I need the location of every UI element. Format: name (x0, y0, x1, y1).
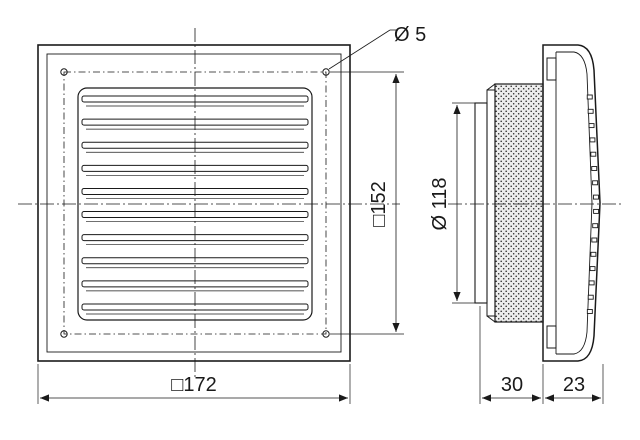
grille-rib (586, 309, 593, 314)
grille-ribs (586, 94, 600, 314)
grille-rib (590, 251, 597, 257)
grille-rib (590, 151, 597, 157)
width-label: □172 (171, 374, 216, 396)
grille-side-profile (542, 44, 601, 362)
clip-tab-bottom (546, 325, 557, 349)
front-view: Ø 5 □152 □172 (18, 24, 426, 404)
hole-leader-line (328, 29, 391, 70)
hole-diameter-label: Ø 5 (394, 24, 426, 46)
grille-depth-label: 23 (563, 374, 585, 396)
spigot-collar-bottom (486, 315, 496, 323)
grille-rib (593, 208, 600, 214)
grille-rib (588, 123, 595, 129)
grille-rib (591, 166, 598, 171)
grille-rib (586, 94, 593, 100)
grille-rib (589, 137, 596, 143)
grille-rib (592, 223, 599, 229)
diameter-label: Ø 118 (429, 178, 451, 231)
grille-inner-profile (556, 51, 593, 355)
grille-rib (592, 180, 599, 186)
grille-outer-frame (37, 44, 351, 362)
mounting-hole-bottom-right (322, 330, 330, 338)
spigot-edge (486, 89, 496, 317)
clip-tab-top (546, 57, 557, 81)
mounting-hole-bottom-left (60, 330, 68, 338)
mounting-hole-top-left (60, 68, 68, 76)
mounting-hole-top-right (322, 68, 330, 76)
grille-rib (588, 280, 595, 286)
grille-rib (587, 294, 594, 300)
spigot-collar-top (486, 83, 496, 91)
spigot-body (474, 102, 488, 304)
grille-rib (593, 194, 599, 200)
grille-rib (591, 237, 598, 243)
grille-rib (587, 108, 594, 114)
grille-inner-frame (46, 53, 342, 353)
foam-filter (494, 83, 544, 323)
spigot-depth-label: 30 (501, 374, 523, 396)
grille-rib (589, 266, 596, 272)
side-view: Ø 118 30 23 (429, 44, 622, 404)
hole-spacing-label: □152 (368, 181, 390, 226)
